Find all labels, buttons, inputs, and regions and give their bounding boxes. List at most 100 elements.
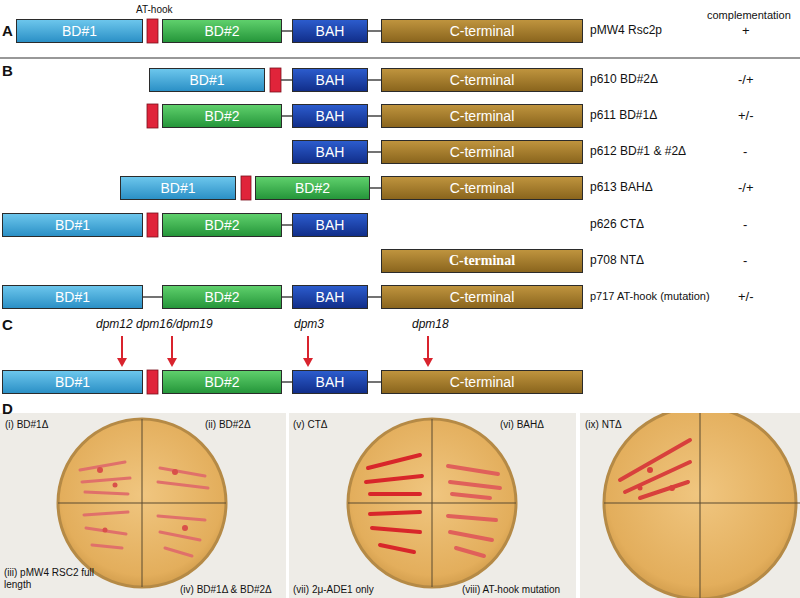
domain-box: BD#1 [2, 213, 143, 237]
domain-box: BD#2 [162, 213, 282, 237]
figure-label: p708 NTΔ [590, 254, 644, 268]
domain-label: BAH [316, 72, 345, 88]
figure-label: + [742, 24, 750, 39]
domain-label: C-terminal [450, 23, 515, 39]
linker-line [368, 31, 381, 32]
domain-box: BD#2 [162, 104, 282, 128]
linker-line [282, 297, 292, 298]
figure-label: complementation [707, 9, 791, 22]
domain-box: C-terminal [381, 176, 583, 200]
figure-label: -/+ [738, 181, 754, 196]
domain-label: BAH [316, 217, 345, 233]
figure-label: p613 BAHΔ [590, 181, 653, 195]
panel-letter: C [2, 316, 13, 333]
linker-line [368, 152, 381, 153]
domain-box: BD#1 [2, 370, 143, 394]
figure-label: +/- [738, 109, 754, 124]
domain-label: C-terminal [450, 144, 515, 160]
domain-label: BD#2 [295, 180, 330, 196]
figure-label: AT-hook [136, 4, 173, 16]
domain-box: BAH [292, 285, 368, 309]
domain-box: C-terminal [381, 68, 583, 92]
domain-box: C-terminal [381, 104, 583, 128]
domain-label: C-terminal [450, 289, 515, 305]
figure-label: (viii) AT-hook mutation [462, 584, 560, 596]
domain-box: BAH [292, 68, 368, 92]
linker-line [281, 79, 292, 81]
domain-box: C-terminal [381, 285, 583, 309]
domain-box: C-terminal [381, 19, 583, 43]
domain-label: BD#1 [189, 72, 224, 88]
domain-label: BAH [316, 374, 345, 390]
figure-label: (ix) NTΔ [585, 419, 622, 431]
figure-label: - [743, 218, 747, 233]
figure-label: p626 CTΔ [590, 218, 644, 232]
figure-label: p610 BD#2Δ [590, 73, 658, 87]
domain-label: BD#2 [204, 108, 239, 124]
figure-label: - [743, 254, 747, 269]
domain-label: BD#1 [55, 374, 90, 390]
domain-box: BD#2 [162, 285, 282, 309]
mutation-arrows [117, 336, 433, 367]
domain-box: BD#1 [149, 68, 265, 92]
figure-label: p611 BD#1Δ [590, 109, 657, 123]
figure-label: (i) BD#1Δ [5, 419, 48, 431]
domain-label: BD#1 [62, 23, 97, 39]
linker-line [368, 116, 381, 117]
domain-label: BD#1 [55, 289, 90, 305]
figure-label: (v) CTΔ [293, 419, 327, 431]
domain-label: BAH [316, 23, 345, 39]
figure-label: (vi) BAHΔ [500, 419, 544, 431]
figure-label: p612 BD#1 & #2Δ [590, 145, 686, 159]
panel-letter: B [2, 62, 13, 79]
domain-box: BAH [292, 213, 368, 237]
domain-label: BD#2 [204, 217, 239, 233]
linker-line [282, 225, 292, 226]
linker-line [143, 297, 162, 298]
domain-label: BD#1 [160, 180, 195, 196]
domain-label: C-terminal [450, 374, 515, 390]
domain-box: BD#2 [162, 370, 282, 394]
mutation-label: dpm3 [294, 318, 324, 332]
domain-box: BAH [292, 19, 368, 43]
figure-label: -/+ [738, 73, 754, 88]
separator-line [0, 57, 800, 58]
panel-letter: A [2, 22, 13, 39]
domain-label: BD#2 [204, 289, 239, 305]
domain-box: BD#1 [2, 285, 143, 309]
domain-box: C-terminal [381, 140, 583, 164]
linker-line [368, 297, 381, 298]
plate-photos [0, 407, 800, 598]
domain-label: BAH [316, 108, 345, 124]
domain-box: BD#1 [120, 176, 236, 200]
domain-label: BD#2 [204, 374, 239, 390]
mutation-label: dpm16/dpm19 [136, 318, 213, 332]
figure-label: (vii) 2μ-ADE1 only [293, 584, 374, 596]
domain-label: C-terminal [449, 253, 515, 269]
figure-label: (ii) BD#2Δ [205, 419, 251, 431]
domain-label: C-terminal [450, 108, 515, 124]
at-hook-boxes [147, 19, 281, 394]
figure-label: pMW4 Rsc2p [590, 24, 662, 38]
linker-line [368, 382, 381, 383]
panel-letter: D [2, 400, 13, 417]
linker-line [282, 31, 292, 32]
domain-box: BAH [292, 140, 368, 164]
domain-box: BAH [292, 104, 368, 128]
figure-label: (iv) BD#1Δ & BD#2Δ [180, 584, 272, 596]
figure-label: +/- [738, 290, 754, 305]
linker-line [282, 116, 292, 117]
domain-label: BD#2 [204, 23, 239, 39]
domain-label: BAH [316, 144, 345, 160]
figure-label: p717 AT-hook (mutation) [590, 290, 710, 303]
mutation-label: dpm12 [96, 318, 133, 332]
domain-label: BD#1 [55, 217, 90, 233]
domain-label: C-terminal [450, 180, 515, 196]
domain-box: BD#2 [162, 19, 282, 43]
domain-box: C-terminal [381, 370, 583, 394]
mutation-label: dpm18 [412, 318, 449, 332]
linker-line [282, 382, 292, 383]
linker-line [368, 80, 381, 81]
domain-box: BD#2 [255, 176, 370, 200]
domain-box: BAH [292, 370, 368, 394]
